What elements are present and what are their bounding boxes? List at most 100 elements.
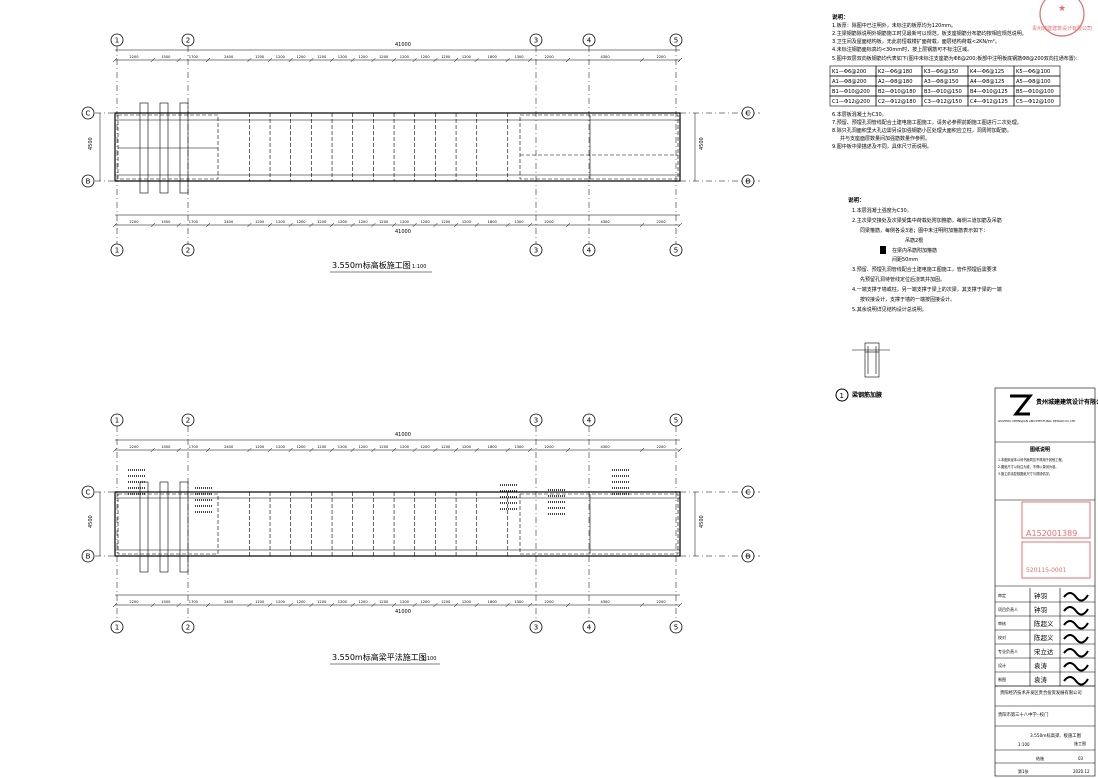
bay-dim: 1300 — [514, 445, 524, 449]
slab-overall-dim-bottom: 41000 — [395, 229, 411, 235]
bay-dim: 1200 — [358, 55, 368, 59]
bay-dim: 1200 — [296, 220, 306, 224]
notes-mid: 说明： 1.本层混凝土强度为C30。 2.主次梁交接处及次梁受集中荷载处附加箍筋… — [848, 196, 1002, 313]
tb-role: 校对 — [998, 634, 1006, 640]
beam-axis-top-label: 5 — [674, 417, 678, 425]
bay-dim: 1200 — [296, 445, 306, 449]
tb-sheet: 第1张 — [1018, 768, 1029, 774]
company-seal: ★ 贵州城建建筑设计有限公司 — [1032, 0, 1092, 37]
note-line: 在梁内吊筋附加箍筋 — [892, 247, 937, 254]
signature-icon — [1063, 634, 1089, 644]
beam-axis-side-label: C — [86, 489, 91, 497]
bay-dim: 2200 — [545, 220, 555, 224]
beam-axis-bottom-circle — [181, 620, 195, 634]
beam-axis-top-label: 1 — [115, 417, 119, 425]
tb-code: 03 — [1078, 756, 1084, 761]
bay-dim: 1200 — [358, 600, 368, 604]
bay-dim: 2200 — [129, 600, 139, 604]
beam-plan-scale: 1:100 — [422, 656, 436, 662]
bay-dim: 1700 — [189, 445, 199, 449]
bay-dim: 1200 — [338, 220, 348, 224]
tb-notes-heading: 图纸说明 — [1030, 446, 1050, 453]
beam-haunch-detail: 1 梁钢筋加腋 — [835, 342, 890, 402]
bay-dim: 1700 — [189, 220, 199, 224]
signature-icon — [1063, 676, 1089, 686]
beam-side-dim-left: 4500 — [88, 515, 94, 528]
note-line: 3.卫生间及屋面结构板，无此前恒载楼扩面荷载，面层结构荷载<2KN/m²。 — [832, 38, 1000, 45]
bay-dim: 1200 — [296, 600, 306, 604]
note-line: 9.图中板中梁描述及不同，具体尺寸而说明。 — [832, 143, 932, 150]
note-line: 2.主梁钢筋除说明外钢筋施工时见最新可以规范，板支座钢筋分布筋均按相应规范说明。 — [832, 30, 1027, 37]
beam-axis-bottom-circle — [582, 620, 596, 634]
rebar-cell: C5—Φ12@100 — [1016, 99, 1054, 105]
bay-dim: 1200 — [462, 55, 472, 59]
notes-mid-heading: 说明： — [848, 196, 865, 204]
tb-role: 制图 — [998, 676, 1006, 682]
slab-axis-side-label: B — [746, 178, 751, 186]
notes-top-heading: 说明： — [832, 13, 849, 21]
note-line: 5.其余说明详见结构设计总说明。 — [852, 306, 927, 313]
bay-dim: 1200 — [441, 600, 451, 604]
rebar-cell: K2—Φ6@180 — [878, 69, 912, 75]
bay-dim: 1500 — [161, 600, 171, 604]
tb-role-name: 陈超义 — [1034, 633, 1054, 642]
tb-note: 1.本图未经本公司书面同意不得用于其他工程。 — [998, 457, 1065, 462]
slab-axis-top-label: 2 — [186, 37, 190, 45]
bay-dim: 1800 — [488, 55, 498, 59]
rebar-cell: B2—Φ10@180 — [878, 89, 916, 95]
note-line: 3.预留、预埋孔洞管线配合土建电施工图施工，管件预埋后需要求 — [852, 266, 997, 273]
bay-dim: 1500 — [161, 55, 171, 59]
slab-axis-bottom-label: 5 — [674, 247, 678, 255]
bay-dim: 1200 — [255, 445, 265, 449]
rebar-cell: K5—Φ6@100 — [1016, 69, 1050, 75]
rebar-cell: B1—Φ10@200 — [832, 89, 870, 95]
tb-project: 贵阳市第三十八中学--校门 — [998, 711, 1048, 718]
tb-role-name: 袁涛 — [1034, 661, 1048, 670]
beam-axis-side-circle — [81, 485, 95, 499]
slab-axis-side-label: C — [746, 110, 751, 118]
bay-dim: 2200 — [656, 445, 666, 449]
rebar-cell: A1—Φ8@200 — [832, 79, 867, 85]
slab-axis-top-label: 1 — [115, 37, 119, 45]
bay-dim: 1300 — [514, 600, 524, 604]
bay-dim: 1200 — [462, 600, 472, 604]
tb-date: 2020.12 — [1073, 769, 1090, 774]
note-line: 5.图中双层双向板钢筋均代表如下(图中未标注支座筋为Φ8@200;板部中注明板底… — [832, 55, 1081, 62]
tb-role: 审定 — [998, 592, 1006, 598]
beam-axis-bottom-label: 2 — [186, 624, 190, 632]
hanger-symbol — [880, 246, 886, 254]
bay-dim: 2200 — [129, 445, 139, 449]
note-line: 并与支座面层数量间加强筋数量作参照。 — [840, 135, 930, 142]
bay-dim: 1200 — [317, 600, 327, 604]
bay-dim: 2200 — [545, 445, 555, 449]
tb-role: 项目负责人 — [998, 606, 1018, 612]
slab-axis-bottom-circle — [669, 243, 683, 257]
slab-axis-bottom-circle — [529, 243, 543, 257]
tb-role-name: 陈超义 — [1034, 619, 1054, 628]
bay-dim: 2400 — [224, 600, 234, 604]
bay-dim: 1200 — [338, 600, 348, 604]
bay-dim: 2400 — [224, 55, 234, 59]
bay-dim: 1200 — [338, 445, 348, 449]
slab-axis-bottom-circle — [181, 243, 195, 257]
rebar-cell: K3—Φ6@150 — [924, 69, 958, 75]
bay-dim: 1200 — [379, 220, 389, 224]
signature-icon — [1063, 620, 1089, 630]
bay-dim: 1200 — [276, 220, 286, 224]
bay-dim: 1200 — [462, 445, 472, 449]
slab-axis-top-label: 3 — [534, 37, 538, 45]
slab-axis-bottom-circle — [582, 243, 596, 257]
beam-overall-dim-bottom: 41000 — [395, 609, 411, 615]
bay-dim: 1200 — [441, 220, 451, 224]
bay-dim: 1200 — [441, 55, 451, 59]
note-line: 8.除只孔洞面积里大孔边需另设加强钢筋小区处理大面积应立柱，洞周附加配筋。 — [832, 127, 1012, 134]
beam-axis-bottom-label: 4 — [587, 624, 592, 632]
rebar-cell: C2—Φ12@180 — [878, 99, 916, 105]
rebar-cell: B5—Φ10@100 — [1016, 89, 1054, 95]
signature-icon — [1063, 648, 1089, 658]
bay-dim: 1200 — [338, 55, 348, 59]
note-line: 7.预留、预埋孔洞管线配合土建电施工图施工，请务必参照前期施工图进行二次处理。 — [832, 119, 1022, 126]
bay-dim: 1300 — [514, 220, 524, 224]
